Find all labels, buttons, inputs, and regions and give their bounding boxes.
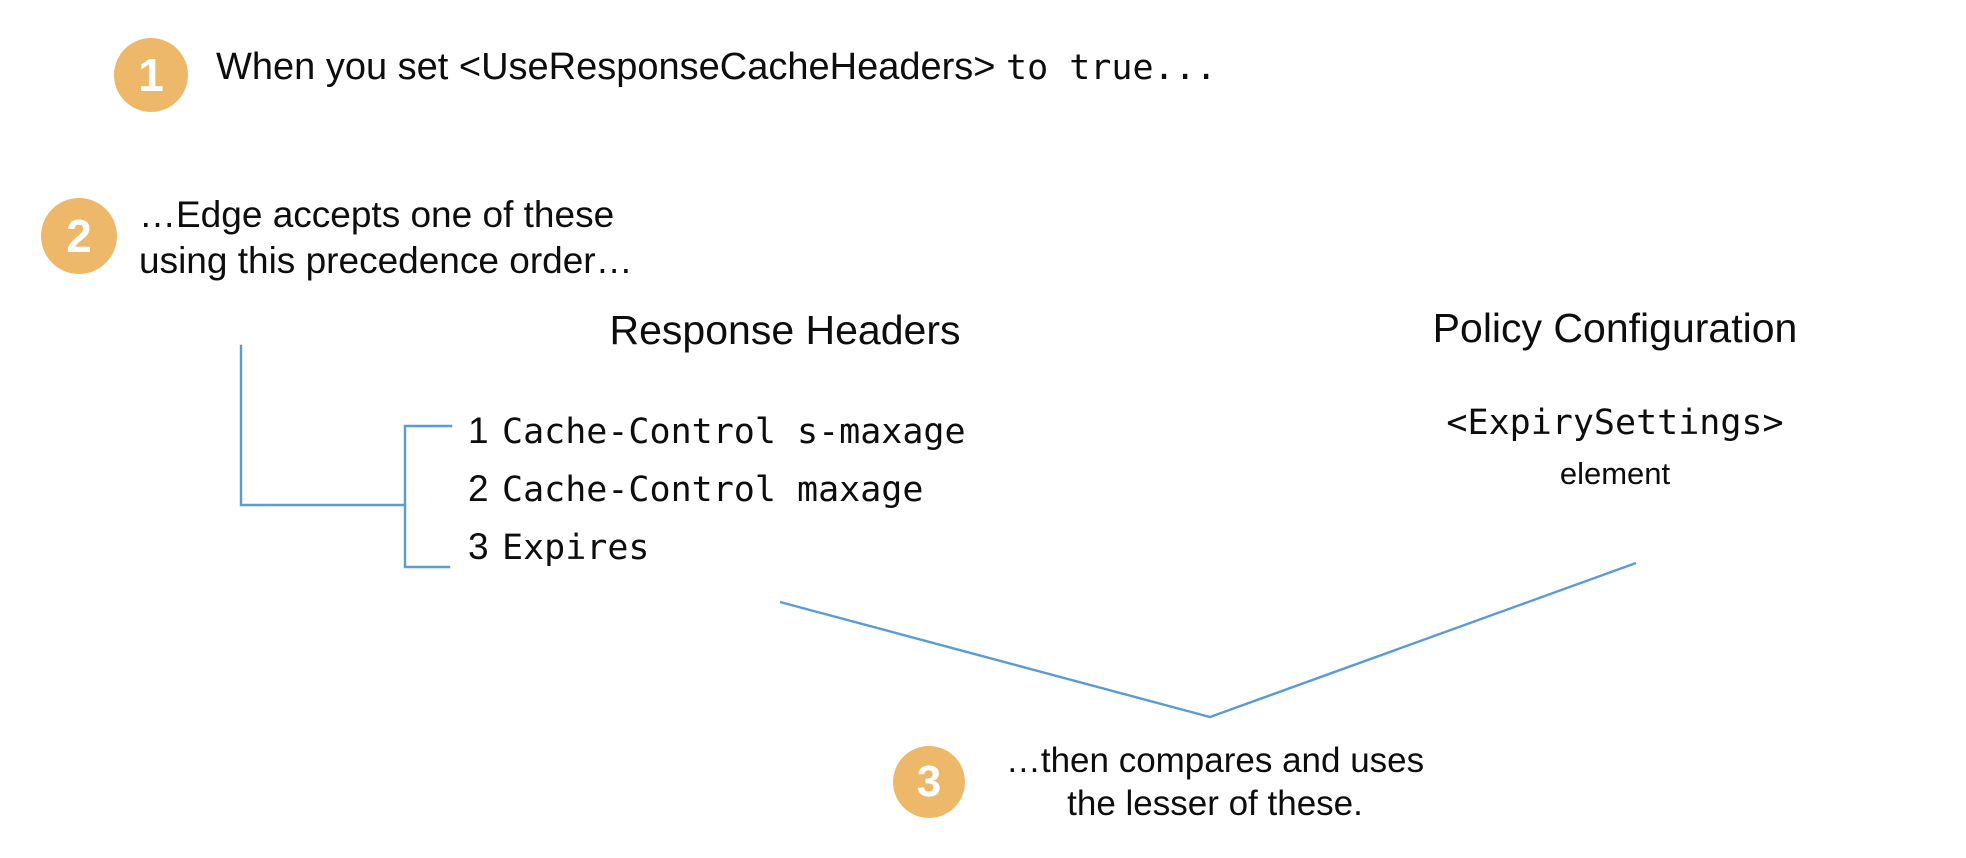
precedence-item-3-index: 3 (468, 526, 489, 567)
response-headers-heading: Response Headers (609, 307, 961, 353)
policy-configuration-heading: Policy Configuration (1432, 305, 1798, 351)
comparison-v-connector (779, 561, 1637, 719)
precedence-item-2: 2 Cache-Control maxage (468, 468, 1088, 526)
step-badge-3-number: 3 (916, 757, 942, 806)
policy-configuration-body: <ExpirySettings> element (1345, 402, 1885, 494)
precedence-bracket (403, 424, 453, 569)
step-2-caption: …Edge accepts one of these using this pr… (139, 194, 633, 281)
step2-elbow-connector (239, 344, 406, 507)
precedence-item-1-index: 1 (468, 410, 489, 451)
step-3-caption-line-1: …then compares and uses (1005, 741, 1425, 780)
step-badge-1: 1 (114, 38, 188, 112)
expiry-settings-element-word: element (1559, 455, 1671, 491)
step-badge-1-number: 1 (138, 49, 164, 101)
precedence-item-3: 3 Expires (468, 526, 1088, 584)
precedence-item-1: 1 Cache-Control s-maxage (468, 410, 1088, 468)
precedence-item-3-label: Expires (502, 528, 650, 568)
step-badge-3: 3 (893, 746, 965, 818)
step-1-caption-sans: When you set <UseResponseCacheHeaders> (216, 46, 1007, 88)
step-badge-2: 2 (41, 198, 117, 274)
step-badge-2-number: 2 (66, 210, 92, 262)
step-1-caption: When you set <UseResponseCacheHeaders> t… (216, 44, 1217, 92)
precedence-list: 1 Cache-Control s-maxage 2 Cache-Control… (468, 410, 1088, 584)
step-3-caption-line-2: the lesser of these. (1067, 783, 1363, 823)
precedence-item-2-label: Cache-Control maxage (502, 470, 924, 510)
step-1-caption-mono: to true... (1006, 48, 1217, 88)
precedence-item-2-index: 2 (468, 468, 489, 509)
precedence-item-1-label: Cache-Control s-maxage (502, 412, 966, 452)
step-3-caption: …then compares and uses the lesser of th… (980, 740, 1450, 825)
expiry-settings-tag: <ExpirySettings> (1446, 403, 1784, 443)
